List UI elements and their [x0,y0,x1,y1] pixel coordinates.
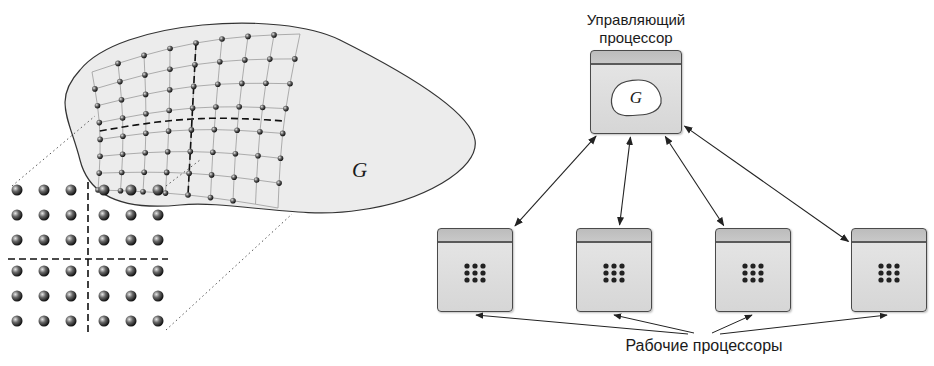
leader-arrows [476,315,887,334]
node-array-icon [852,229,928,313]
curvilinear-grid [92,32,300,208]
control-processor: Управляющий процессорG [590,50,682,134]
worker-processor [576,228,652,312]
domain-outline [65,23,475,213]
worker-processor [851,228,927,312]
domain-letter: G [609,77,663,119]
domain-letter: G [352,158,367,183]
node-array-icon [577,229,653,313]
worker-processor [715,228,791,312]
data-link-arrow [515,136,596,226]
processor-title: Управляющий процессор [561,11,711,47]
data-link-arrow [685,126,849,241]
projection-lines [12,116,292,330]
node-array-icon [438,229,514,313]
worker-caption: Рабочие процессоры [625,336,782,356]
data-link-arrow [665,137,723,226]
node-array-icon [716,229,792,313]
worker-processor [437,228,513,312]
data-link-arrow [620,137,631,225]
computational-grid [8,182,168,336]
domain-icon: G [609,77,663,119]
